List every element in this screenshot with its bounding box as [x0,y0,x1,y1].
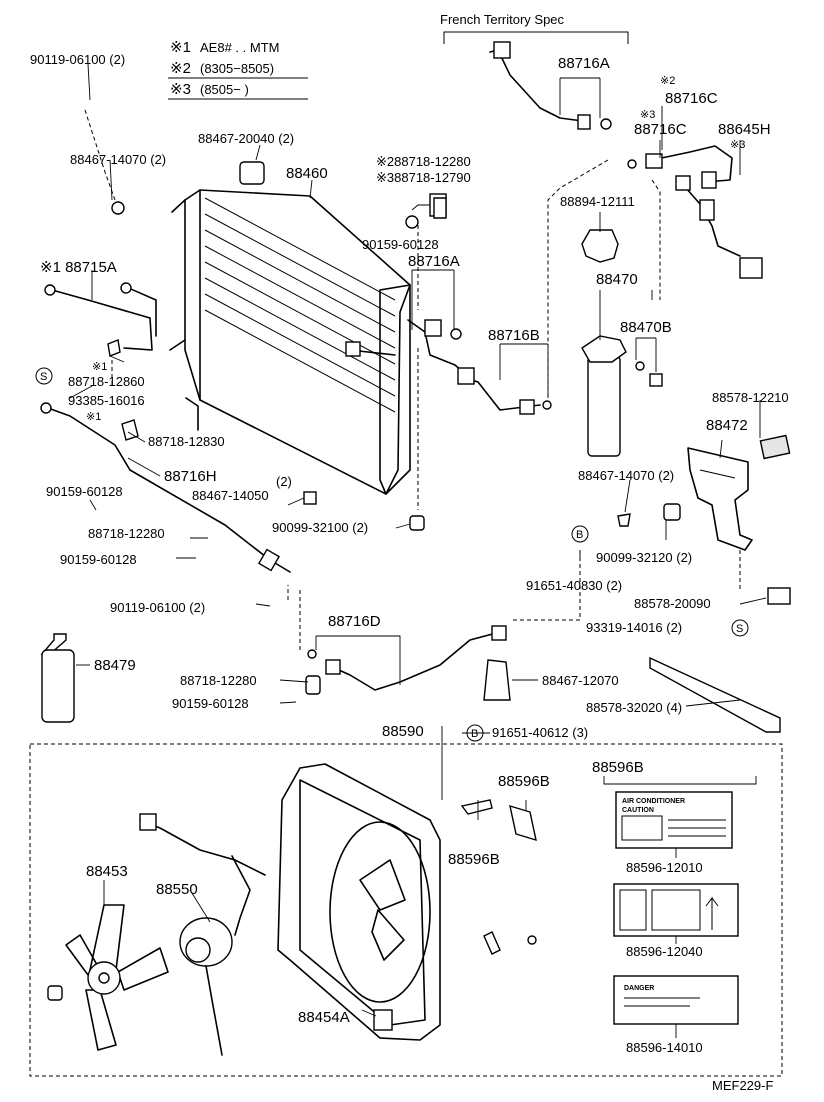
label-88596b-c: 88596B [592,759,644,776]
label-88718-12790-s3: ※388718-12790 [376,170,471,185]
legend-text-3: (8505− ) [200,82,249,97]
label-88460: 88460 [286,165,328,182]
oil-can-88479 [40,633,75,723]
decal-ac-title: AIR CONDITIONER [622,798,685,805]
label-88716a-mid: 88716A [408,253,460,270]
label-88718-12280-b: 88718-12280 [88,526,165,541]
label-88453: 88453 [86,863,128,880]
decal-danger: DANGER [624,985,654,992]
fan-assembly-box [29,743,783,1077]
french-spec-bracket [443,31,629,44]
label-88715a: ※1 88715A [40,259,117,276]
label-90159-60128-c: 90159-60128 [60,552,137,567]
pipe-88716d [329,631,501,691]
label-88467-12070: 88467-12070 [542,673,619,688]
label-88716a-top: 88716A [558,55,610,72]
label-88467-14050-qty: (2) [276,474,292,489]
label-88578-12210: 88578-12210 [712,390,789,405]
label-s3-mark-a: ※3 [640,109,655,121]
label-88467-14070-a: 88467-14070 (2) [70,152,166,167]
switch-88645h [685,187,741,257]
label-88596-12040: 88596-12040 [626,944,703,959]
label-88470b: 88470B [620,319,672,336]
svg-text:B: B [471,728,478,740]
pipe-88715a [51,289,153,351]
decal-88596-14010: DANGER [613,975,739,1025]
fan-shroud-88454a [277,763,441,1041]
label-88596b-a: 88596B [498,773,550,790]
label-88716c-a: 88716C [665,90,718,107]
decal-ac-caution: CAUTION [622,807,654,814]
legend-text-1: AE8# . . MTM [200,40,279,55]
legend-text-2: (8305−8505) [200,61,274,76]
svg-text:S: S [736,623,743,635]
fan-blade-88453 [47,904,169,1051]
legend-mark-2: ※2 [170,60,191,77]
label-88894-12111: 88894-12111 [560,194,635,209]
label-88470: 88470 [596,271,638,288]
decal-88596-12010: AIR CONDITIONER CAUTION [615,791,733,849]
legend-mark-3: ※3 [170,81,191,98]
label-s2-mark: ※2 [660,75,675,87]
svg-text:S: S [40,371,47,383]
marker-b-2: B [466,724,484,742]
label-88467-20040: 88467-20040 (2) [198,131,294,146]
label-88716c-b: 88716C [634,121,687,138]
fan-motor-88550 [139,813,266,1056]
label-90119-06100-b: 90119-06100 (2) [110,600,205,615]
label-90099-32120: 90099-32120 (2) [596,550,692,565]
legend-box: ※1 AE8# . . MTM ※2 (8305−8505) ※3 (8505−… [168,39,308,100]
svg-text:B: B [576,529,583,541]
label-90119-06100-a: 90119-06100 (2) [30,52,125,67]
label-88716b: 88716B [488,327,540,344]
marker-s-1: S [35,367,53,385]
label-88467-14070-b: 88467-14070 (2) [578,468,674,483]
label-88718-12830: 88718-12830 [148,434,225,449]
label-88718-12860: 88718-12860 [68,374,145,389]
label-93319-14016: 93319-14016 (2) [586,620,682,635]
label-90159-60128-a: 90159-60128 [362,237,439,252]
label-88467-14050: 88467-14050 [192,488,269,503]
label-88472: 88472 [706,417,748,434]
label-88718-12280-s2: ※288718-12280 [376,154,471,169]
french-territory-spec-label: French Territory Spec [440,12,565,27]
label-88596b-b: 88596B [448,851,500,868]
bracket-88472 [617,434,791,605]
label-s1-mark-b: ※1 [86,411,101,423]
label-s1-mark-a: ※1 [92,361,107,373]
label-93385-16016: 93385-16016 [68,393,145,408]
label-91651-40830: 91651-40830 (2) [526,578,622,593]
footer-code: MEF229-F [712,1078,773,1093]
receiver-drier-88470 [581,229,663,457]
label-90159-60128-d: 90159-60128 [172,696,249,711]
label-88479: 88479 [94,657,136,674]
label-88596-12010: 88596-12010 [626,860,703,875]
label-90099-32100: 90099-32100 (2) [272,520,368,535]
label-91651-40612: 91651-40612 (3) [492,725,588,740]
marker-s-2: S [731,619,749,637]
label-s3-mark-b: ※3 [730,139,745,151]
legend-mark-1: ※1 [170,39,191,56]
label-88716d: 88716D [328,613,381,630]
marker-b-1: B [571,525,589,543]
label-90159-60128-b: 90159-60128 [46,484,123,499]
label-88578-20090: 88578-20090 [634,596,711,611]
label-88596-14010: 88596-14010 [626,1040,703,1055]
decal-88596-12040 [613,883,739,937]
label-88454a: 88454A [298,1009,350,1026]
label-88645h: 88645H [718,121,771,138]
label-88718-12280-c: 88718-12280 [180,673,257,688]
label-88578-32020: 88578-32020 (4) [586,700,682,715]
label-88550: 88550 [156,881,198,898]
label-88716h: 88716H [164,468,217,485]
label-88590: 88590 [382,723,424,740]
pipe-88716c [651,145,733,183]
